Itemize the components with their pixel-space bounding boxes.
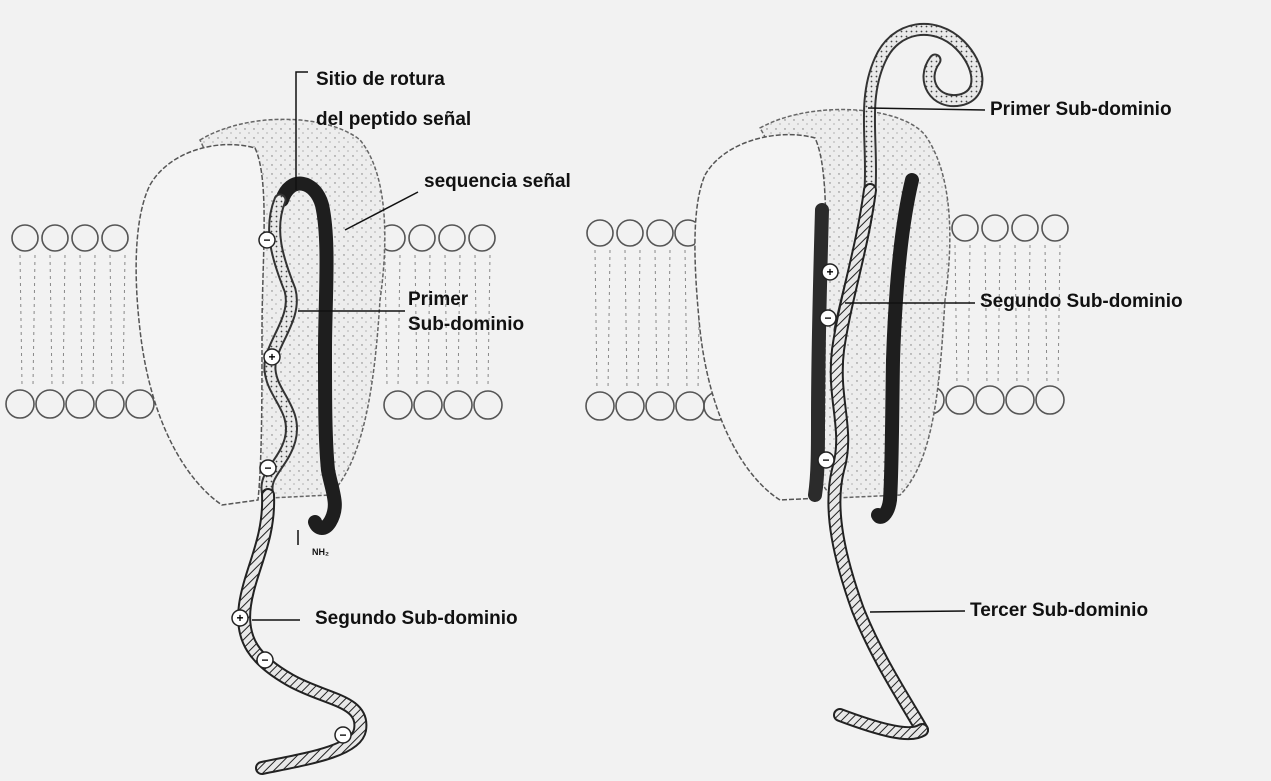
label-third-subdomain-right: Tercer Sub-dominio bbox=[970, 599, 1148, 623]
charge-negative: − bbox=[822, 453, 829, 467]
charge-positive: + bbox=[826, 265, 833, 279]
label-cleavage-site-line1: Sitio de rotura bbox=[316, 68, 445, 92]
right-panel: + − − bbox=[586, 29, 1068, 733]
label-first-subdomain-right: Primer Sub-dominio bbox=[990, 98, 1172, 122]
charge-negative: − bbox=[824, 311, 831, 325]
charge-negative: − bbox=[261, 653, 268, 667]
label-first-subdomain-line2-left: Sub-dominio bbox=[408, 313, 524, 337]
label-second-subdomain-left: Segundo Sub-dominio bbox=[315, 607, 518, 631]
charge-positive: + bbox=[268, 350, 275, 364]
label-second-subdomain-right: Segundo Sub-dominio bbox=[980, 290, 1183, 314]
charge-negative: − bbox=[263, 233, 270, 247]
charge-negative: − bbox=[339, 728, 346, 742]
label-amino-terminus: NH₂ bbox=[312, 540, 329, 564]
label-cleavage-site-line2: del peptido señal bbox=[316, 108, 471, 132]
label-signal-sequence: sequencia señal bbox=[424, 170, 571, 194]
translocon-front-right bbox=[695, 135, 826, 500]
translocon-front-left bbox=[136, 145, 264, 505]
charge-negative: − bbox=[264, 461, 271, 475]
charge-positive: + bbox=[236, 611, 243, 625]
label-first-subdomain-line1-left: Primer bbox=[408, 288, 468, 312]
pore-dark-wall-right bbox=[815, 210, 822, 495]
